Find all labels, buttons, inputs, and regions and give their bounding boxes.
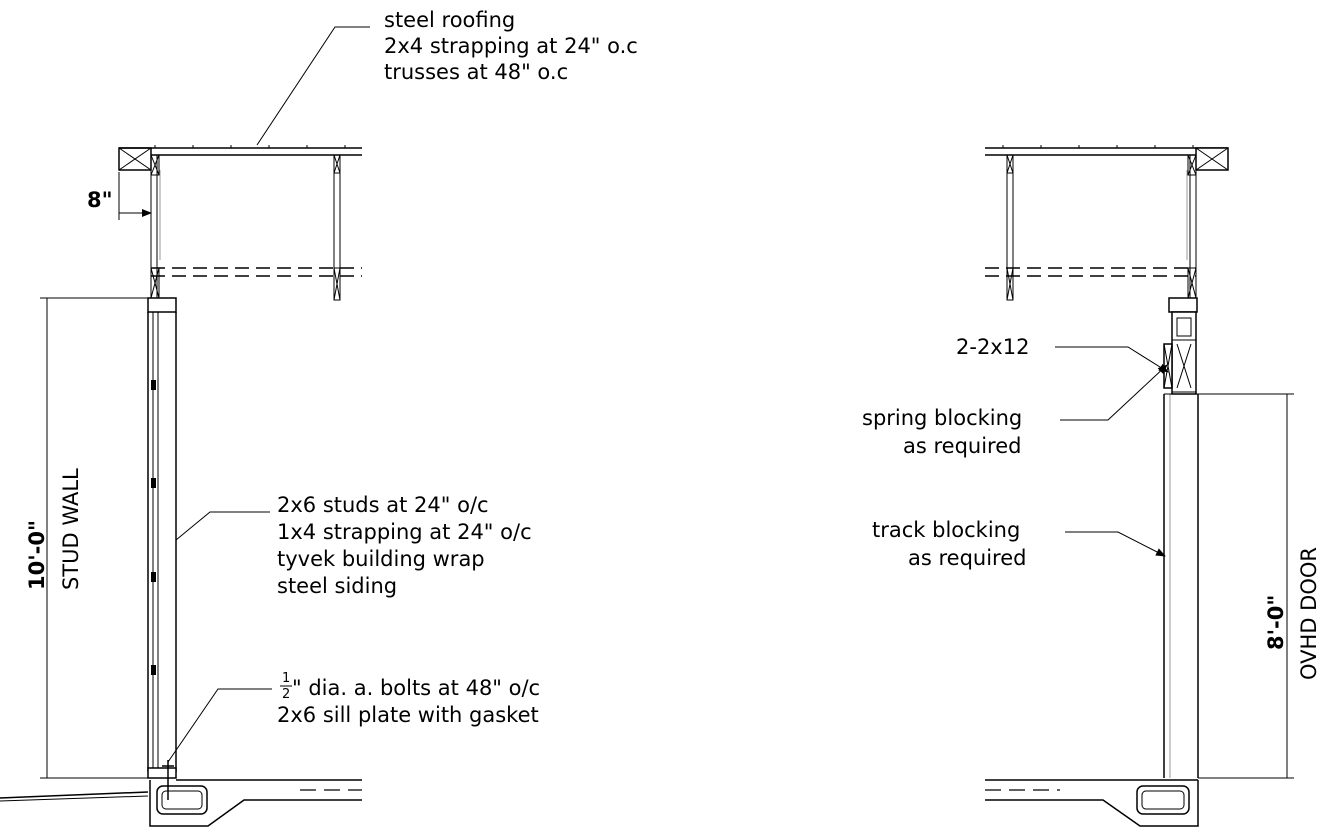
roof-note-3: trusses at 48" o.c [384,60,568,84]
right-top-plate [1168,297,1198,313]
roof-leader [256,26,370,146]
left-top-plate [147,297,177,313]
left-strapping-marks [151,380,156,675]
grade-line [0,791,149,799]
header-note: 2-2x12 [956,335,1029,359]
spring-leader [1060,364,1168,421]
roof-note-2: 2x4 strapping at 24" o.c [384,34,638,58]
right-height-dim: 8'-0" [1264,595,1288,650]
right-height-label: OVHD DOOR [1297,547,1321,680]
wall-note-4: steel siding [277,574,397,598]
left-foundation [149,780,362,827]
left-height-label: STUD WALL [59,468,83,590]
left-roof-ribs [154,145,346,148]
stud-wall-section: 8" 10'-0" STUD WALL [0,145,362,827]
wall-note-2: 1x4 strapping at 24" o/c [277,520,532,544]
left-height-dim: 10'-0" [25,520,49,590]
wall-note-1: 2x6 studs at 24" o/c [277,493,489,517]
left-notes: steel roofing 2x4 strapping at 24" o.c t… [167,8,638,763]
door-header-2x12 [1171,311,1197,395]
bolt-note-2: 2x6 sill plate with gasket [277,703,539,727]
track-note-1: track blocking [872,518,1020,542]
track-leader [1065,531,1166,557]
right-roof-ribs [1002,145,1194,148]
right-notes: 2-2x12 spring blocking as required track… [862,335,1169,570]
roof-note-1: steel roofing [384,8,515,32]
left-footing-rebar [156,785,208,815]
bolt-note-1: " dia. a. bolts at 48" o/c [292,676,540,700]
bolt-fraction-den: 2 [282,687,290,702]
wall-leader [175,511,270,541]
bolt-leader [167,688,272,763]
header-leader [1055,346,1169,373]
spring-note-1: spring blocking [862,406,1022,430]
right-footing-rebar [1136,785,1190,815]
overhang-dim: 8" [87,188,113,212]
bolt-fraction-num: 1 [282,671,290,686]
track-note-2: as required [908,546,1026,570]
door-section: 8'-0" OVHD DOOR [985,145,1321,827]
wall-note-3: tyvek building wrap [277,547,485,571]
left-sill-plate [147,767,177,779]
right-foundation [985,780,1199,827]
spring-note-2: as required [903,434,1021,458]
